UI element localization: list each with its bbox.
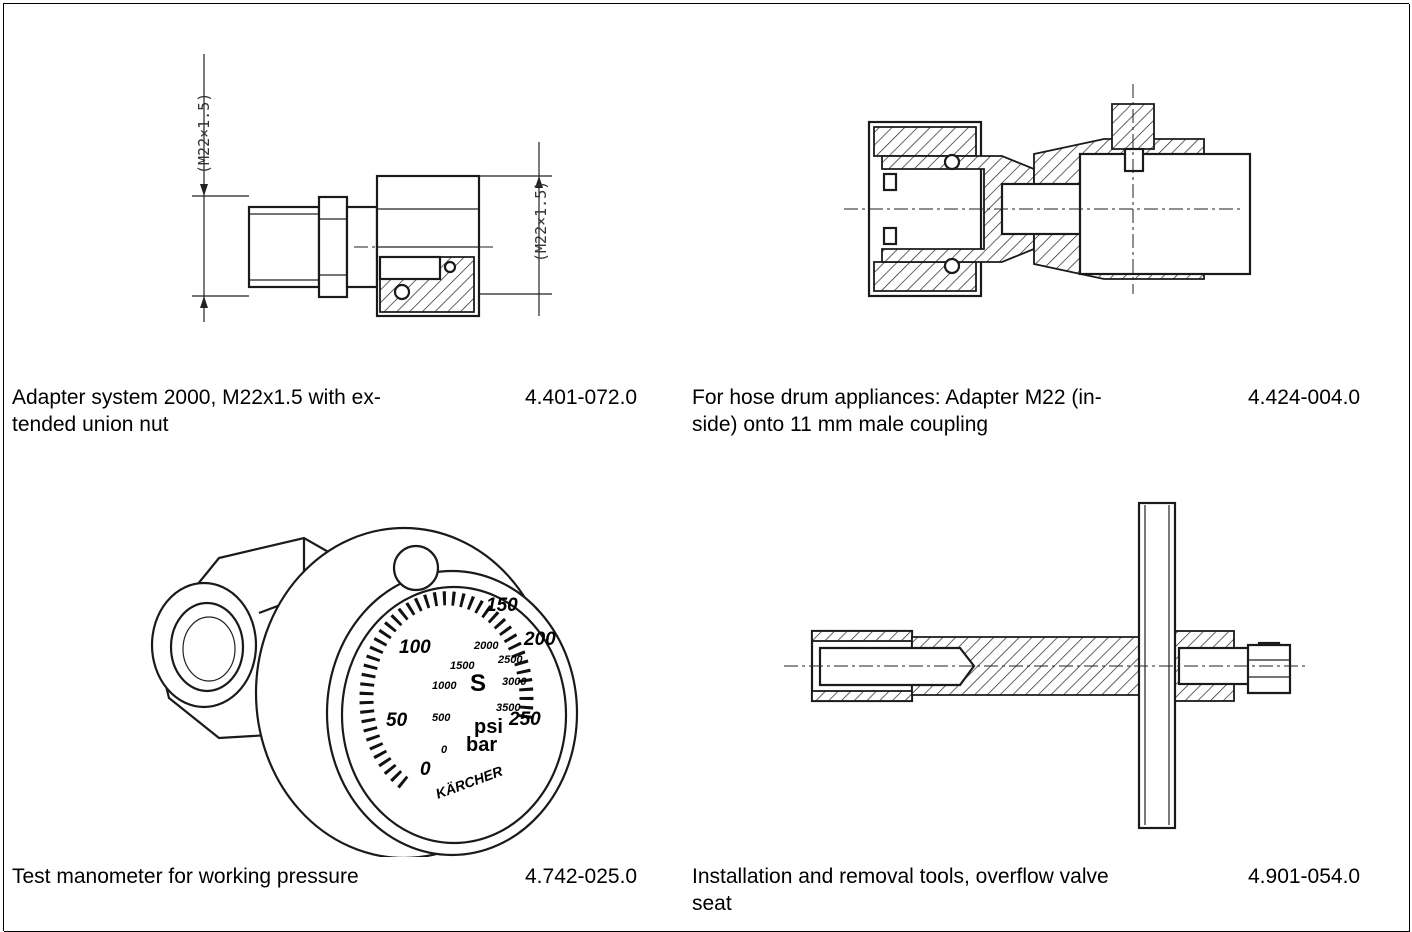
gauge-outer-150: 150 bbox=[486, 595, 518, 616]
accessories-table: (M22×1.5) (M22×1.5) bbox=[3, 3, 1410, 932]
gauge-inner-2000: 2000 bbox=[473, 640, 499, 652]
gauge-inner-1500: 1500 bbox=[450, 660, 475, 672]
drawing-cell-adapter-system: (M22×1.5) (M22×1.5) bbox=[4, 4, 685, 379]
gauge-outer-50: 50 bbox=[386, 710, 408, 731]
gauge-outer-0: 0 bbox=[420, 759, 431, 780]
gauge-outer-100: 100 bbox=[399, 637, 431, 658]
installation-tools-drawing bbox=[784, 501, 1309, 830]
gauge-inner-1000: 1000 bbox=[432, 680, 457, 692]
gauge-inner-0: 0 bbox=[441, 744, 448, 756]
test-manometer-drawing: S psi bar KÄRCHER 0 50 100 150 200 250 0… bbox=[150, 526, 579, 857]
dimension-label-1: (M22×1.5) bbox=[195, 93, 213, 174]
hose-drum-adapter-drawing bbox=[844, 84, 1252, 298]
gauge-inner-3500: 3500 bbox=[496, 702, 521, 714]
item-description-3: Test manometer for working pressure bbox=[4, 857, 519, 932]
item-part-number-1: 4.401-072.0 bbox=[518, 378, 685, 464]
gauge-outer-250: 250 bbox=[508, 709, 541, 730]
item-description-4: Installation and removal tools, overflow… bbox=[684, 857, 1242, 932]
drawing-cell-installation-tools bbox=[684, 463, 1410, 858]
gauge-units-bar: bar bbox=[466, 734, 497, 756]
item-part-number-2: 4.424-004.0 bbox=[1241, 378, 1410, 464]
gauge-inner-500: 500 bbox=[432, 712, 451, 724]
drawing-cell-test-manometer: S psi bar KÄRCHER 0 50 100 150 200 250 0… bbox=[4, 463, 685, 858]
gauge-inner-2500: 2500 bbox=[497, 654, 523, 666]
gauge-center-mark: S bbox=[470, 670, 486, 697]
gauge-outer-200: 200 bbox=[523, 629, 556, 650]
adapter-system-drawing: (M22×1.5) (M22×1.5) bbox=[192, 54, 552, 322]
dimension-label-2: (M22×1.5) bbox=[532, 181, 550, 262]
item-description-2: For hose drum appliances: Adapter M22 (i… bbox=[684, 378, 1242, 464]
drawing-cell-hose-drum-adapter bbox=[684, 4, 1410, 379]
item-description-1: Adapter system 2000, M22x1.5 with ex- te… bbox=[4, 378, 519, 464]
gauge-inner-3000: 3000 bbox=[502, 676, 527, 688]
item-part-number-4: 4.901-054.0 bbox=[1241, 857, 1410, 932]
item-part-number-3: 4.742-025.0 bbox=[518, 857, 685, 932]
gauge-units-psi: psi bbox=[474, 716, 503, 738]
